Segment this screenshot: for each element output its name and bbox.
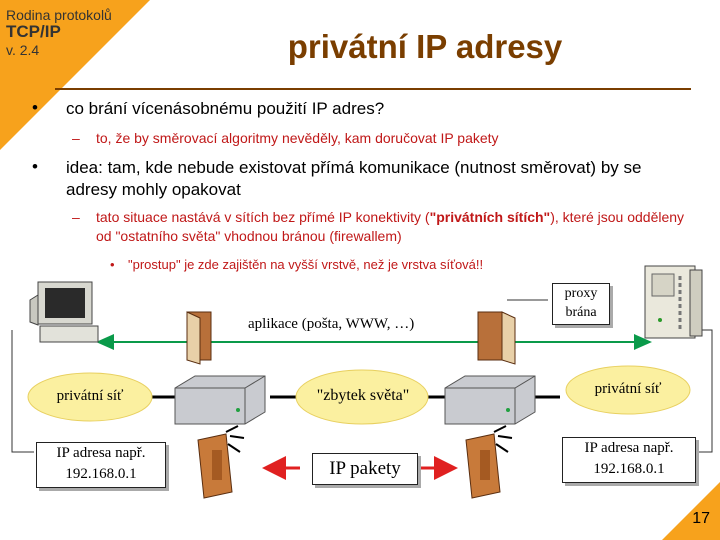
ip-address-box-left: IP adresa např. 192.168.0.1 <box>36 442 166 488</box>
open-door-icon <box>186 311 212 365</box>
corner-decoration <box>0 0 150 150</box>
ip-address-box-right: IP adresa např. 192.168.0.1 <box>562 437 696 483</box>
private-network-cloud-left <box>27 372 153 422</box>
series-label: Rodina protokolů <box>6 7 112 23</box>
corner-decoration-bottom <box>662 482 720 540</box>
private-network-label-right: privátní síť <box>594 381 662 397</box>
page-number: 17 <box>692 510 710 527</box>
ip-packets-box: IP pakety <box>312 453 418 485</box>
open-door-icon <box>477 311 516 365</box>
title-rule <box>55 88 691 90</box>
router-icon <box>444 375 536 425</box>
world-label: "zbytek světa" <box>316 387 410 404</box>
private-network-cloud-right <box>565 365 691 415</box>
world-cloud <box>295 369 429 425</box>
closed-door-icon <box>465 425 513 499</box>
server-tower-icon <box>644 265 703 339</box>
protocol-label: TCP/IP <box>6 22 61 41</box>
private-network-label-left: privátní síť <box>56 388 124 404</box>
version-label: v. 2.4 <box>6 42 40 58</box>
computer-icon <box>29 281 99 343</box>
page-title: privátní IP adresy <box>287 28 563 65</box>
application-label: aplikace (pošta, WWW, …) <box>248 316 415 332</box>
closed-door-icon <box>197 425 245 499</box>
proxy-gateway-box: proxy brána <box>552 283 610 325</box>
router-icon <box>174 375 266 425</box>
